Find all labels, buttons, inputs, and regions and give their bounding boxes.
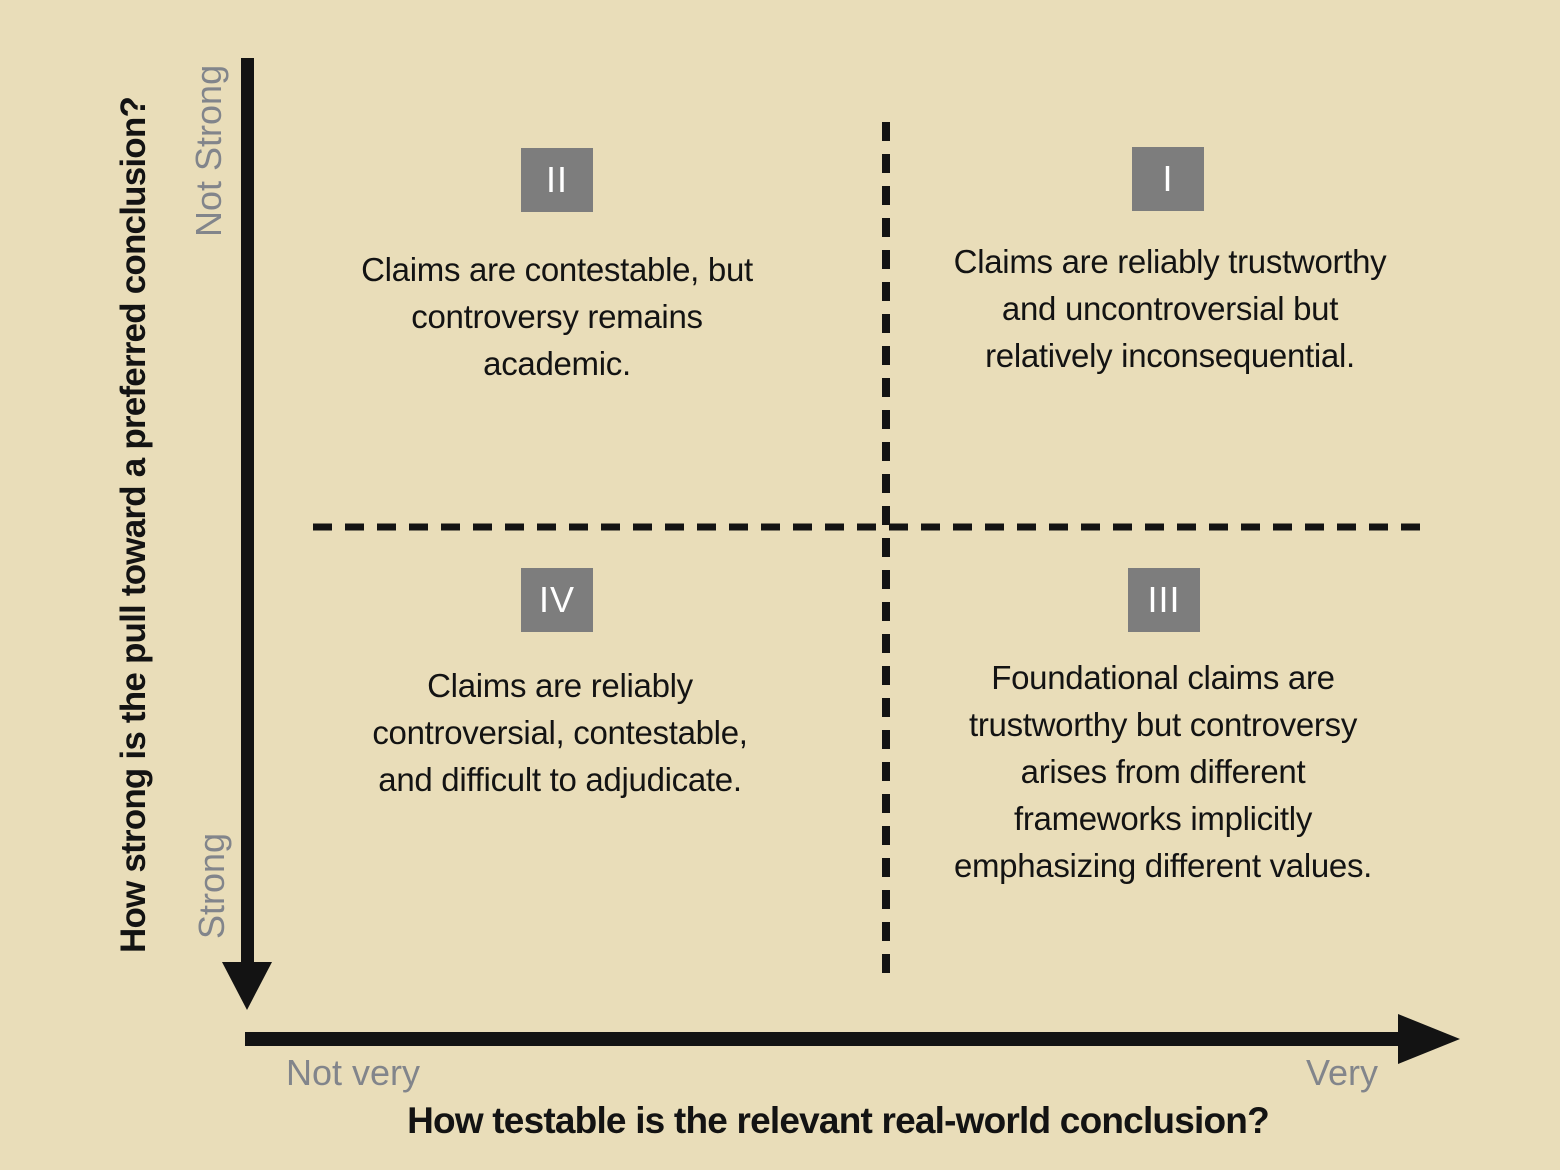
quadrant-3-badge: III <box>1128 568 1200 632</box>
y-axis-top-label: Not Strong <box>188 64 229 238</box>
quadrant-2-text: Claims are contestable, but controversy … <box>361 251 753 382</box>
x-axis-arrowhead-right-icon <box>1398 1014 1460 1064</box>
quadrant-1-text: Claims are reliably trustworthy and unco… <box>953 243 1387 374</box>
x-axis-title: How testable is the relevant real-world … <box>407 1100 1270 1141</box>
y-axis-arrowhead-down-icon <box>222 962 272 1010</box>
x-axis-left-label: Not very <box>286 1052 421 1093</box>
quadrant-1-badge: I <box>1132 147 1204 211</box>
y-axis-bottom-label: Strong <box>191 832 232 940</box>
y-axis-line <box>241 58 254 964</box>
x-axis-right-label: Very <box>1306 1052 1379 1093</box>
quadrant-4-text: Claims are reliably controversial, conte… <box>372 667 748 798</box>
y-axis-title: How strong is the pull toward a preferre… <box>114 96 153 954</box>
quadrant-2-badge: II <box>521 148 593 212</box>
quadrant-3-text: Foundational claims are trustworthy but … <box>953 659 1373 884</box>
quadrant-4-badge: IV <box>521 568 593 632</box>
x-axis-line <box>245 1032 1400 1046</box>
